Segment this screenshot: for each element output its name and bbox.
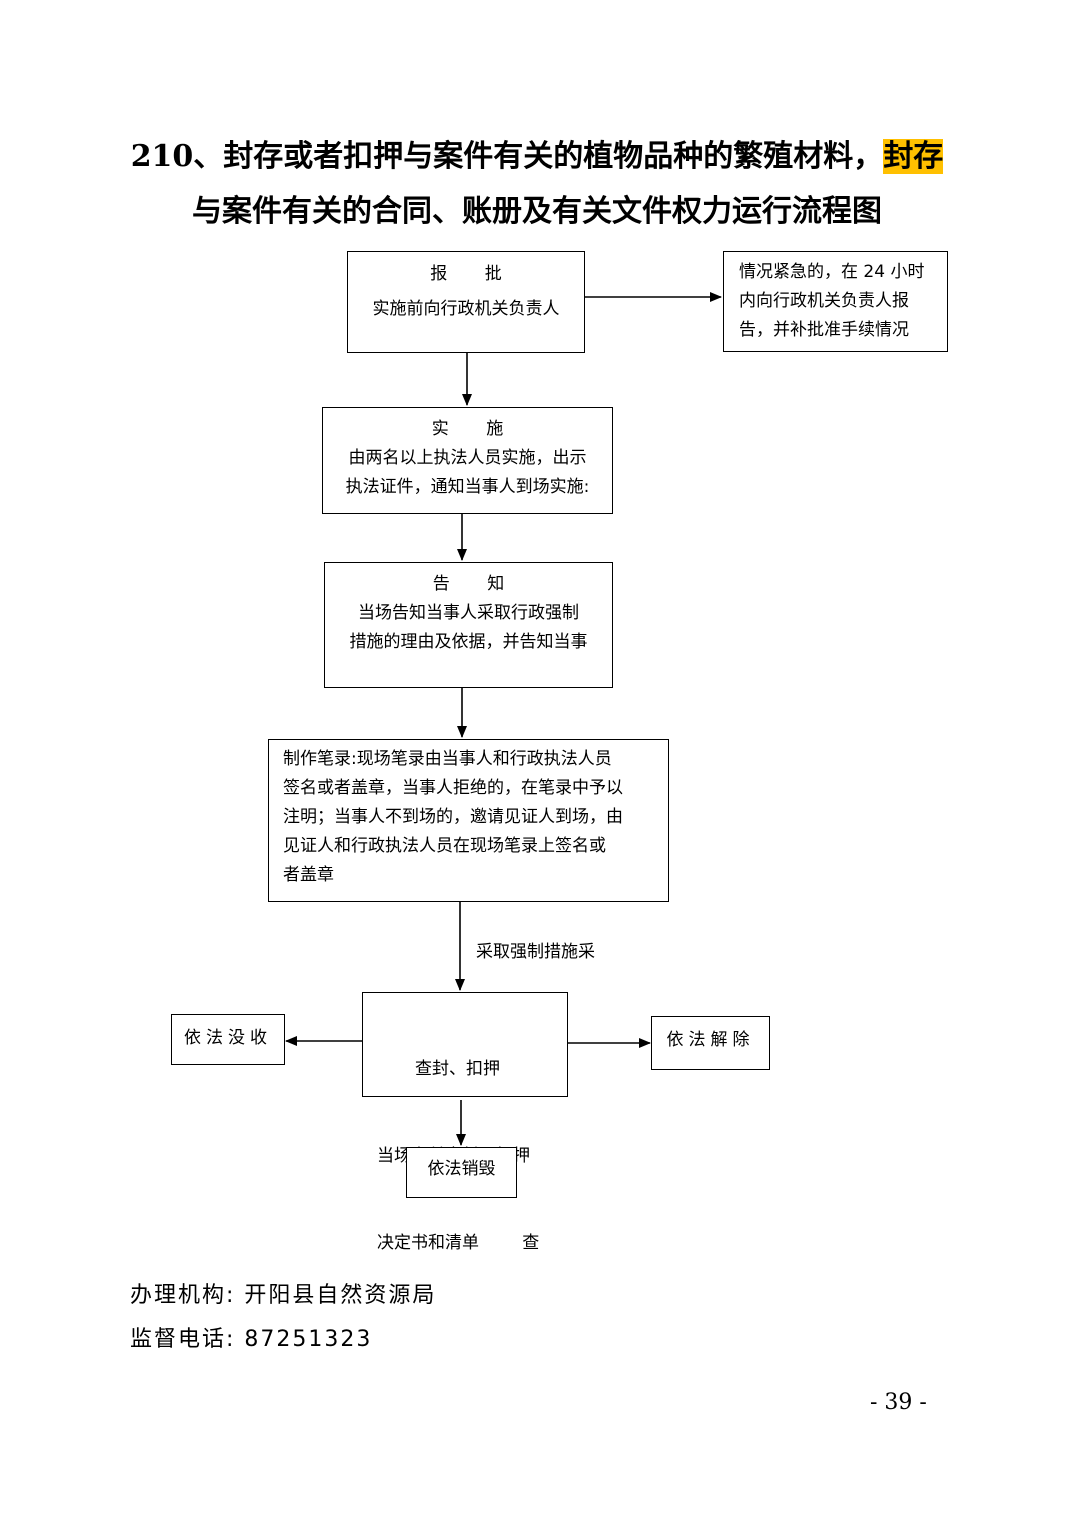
node-record-line-1: 制作笔录:现场笔录由当事人和行政执法人员 <box>283 749 612 769</box>
node-destroy: 依法销毁 <box>406 1147 517 1198</box>
node-seize: 查封、扣押 当场交付查封、扣押 决定书和清单 查 <box>362 992 568 1253</box>
node-emergency: 情况紧急的，在 24 小时 内向行政机关负责人报 告，并补批准手续情况 <box>723 251 948 352</box>
node-release-text: 依法解除 <box>666 1030 755 1050</box>
node-destroy-text: 依法销毁 <box>427 1159 496 1179</box>
node-notify-heading: 告 知 <box>432 574 521 594</box>
page-title-line2: 与案件有关的合同、账册及有关文件权力运行流程图 <box>192 194 882 229</box>
page-title-line1: 210、封存或者扣押与案件有关的植物品种的繁殖材料，封存 <box>0 137 1074 177</box>
node-confiscate-text: 依法没收 <box>184 1028 272 1048</box>
node-approve: 报 批 实施前向行政机关负责人 <box>347 251 585 353</box>
node-implement-heading: 实 施 <box>431 419 520 439</box>
node-record-line-5: 者盖章 <box>283 865 334 885</box>
node-record-line-4: 见证人和行政执法人员在现场笔录上签名或 <box>283 836 606 856</box>
node-confiscate: 依法没收 <box>171 1014 285 1065</box>
node-seize-line-3: 决定书和清单 查 <box>377 1233 540 1253</box>
node-notify-line-1: 当场告知当事人采取行政强制 <box>358 603 579 623</box>
page-number: - 39 - <box>870 1390 927 1415</box>
node-record: 制作笔录:现场笔录由当事人和行政执法人员 签名或者盖章，当事人拒绝的，在笔录中予… <box>268 739 669 902</box>
node-emergency-line-2: 内向行政机关负责人报 <box>739 291 909 311</box>
node-record-line-3: 注明；当事人不到场的，邀请见证人到场，由 <box>283 807 623 827</box>
node-approve-heading: 报 批 <box>430 264 518 284</box>
node-release: 依法解除 <box>651 1016 770 1070</box>
node-notify: 告 知 当场告知当事人采取行政强制 措施的理由及依据，并告知当事 <box>324 562 613 688</box>
node-implement-line-1: 由两名以上执法人员实施，出示 <box>348 448 587 468</box>
title-highlight: 封存 <box>883 139 944 174</box>
footer-org: 办理机构: 开阳县自然资源局 <box>130 1283 437 1308</box>
footer-phone: 监督电话: 87251323 <box>130 1327 373 1352</box>
node-record-line-2: 签名或者盖章，当事人拒绝的，在笔录中予以 <box>283 778 623 798</box>
node-implement-line-2: 执法证件，通知当事人到场实施: <box>345 477 590 497</box>
node-implement: 实 施 由两名以上执法人员实施，出示 执法证件，通知当事人到场实施: <box>322 407 613 514</box>
node-emergency-line-3: 告，并补批准手续情况 <box>739 320 909 340</box>
node-emergency-line-1: 情况紧急的，在 24 小时 <box>739 262 925 282</box>
node-seize-line-1: 查封、扣押 <box>415 1059 500 1079</box>
node-notify-line-2: 措施的理由及依据，并告知当事 <box>349 632 588 652</box>
edge-label-record-to-seize: 采取强制措施采 <box>476 942 595 962</box>
title-main: 210、封存或者扣押与案件有关的植物品种的繁殖材料， <box>130 139 884 174</box>
node-approve-text: 实施前向行政机关负责人 <box>372 299 560 319</box>
